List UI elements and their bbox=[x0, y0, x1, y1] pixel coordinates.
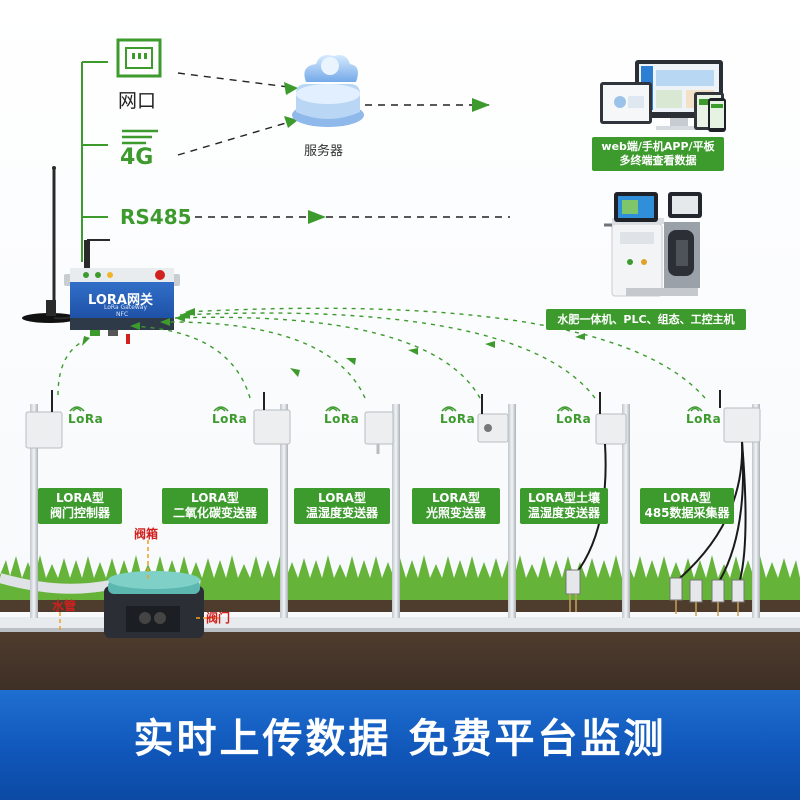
fertigation-label: 水肥一体机、PLC、组态、工控主机 bbox=[546, 309, 746, 330]
bottom-banner bbox=[0, 690, 800, 800]
cellular-signal-icon bbox=[122, 129, 158, 145]
lora-gateway-device bbox=[64, 268, 180, 344]
valve-box-annotation: 阀箱 bbox=[134, 527, 159, 541]
lora-badge-text: LoRa bbox=[324, 412, 360, 426]
lora-badge-text: LoRa bbox=[68, 412, 104, 426]
sensor-label-soil: LORA型土壤 温湿度变送器 bbox=[520, 488, 608, 524]
valve-box bbox=[0, 571, 204, 638]
clients-label-line1: web端/手机APP/平板 bbox=[601, 140, 715, 153]
fertigation-machine-image bbox=[604, 192, 702, 297]
annotation-lines bbox=[59, 540, 220, 632]
lora-badge-text: LoRa bbox=[440, 412, 476, 426]
cellular-label: 4G bbox=[120, 145, 154, 170]
lora-badge-5: LoRa bbox=[556, 404, 591, 426]
probe-pins bbox=[569, 594, 739, 616]
ethernet-port-icon bbox=[116, 38, 162, 78]
sensor-label-485-collector: LORA型 485数据采集器 bbox=[640, 488, 734, 524]
sensor-label-line1: LORA型 bbox=[56, 491, 104, 505]
water-pipe-annotation: 水管 bbox=[52, 599, 77, 613]
clients-label-line2: 多终端查看数据 bbox=[619, 154, 697, 167]
lora-wave-icon bbox=[69, 406, 85, 412]
lora-badge-text: LoRa bbox=[686, 412, 722, 426]
rs485-label: RS485 bbox=[120, 205, 192, 229]
sensor-label-line1: LORA型土壤 bbox=[528, 491, 600, 505]
arrow-to-clients bbox=[472, 98, 490, 112]
gateway-antenna bbox=[22, 166, 110, 323]
clients-label: web端/手机APP/平板 多终端查看数据 bbox=[592, 137, 724, 171]
sensor-label-line2: 温湿度变送器 bbox=[527, 506, 600, 520]
lora-badge-2: LoRa bbox=[212, 404, 247, 426]
sensor-label-line1: LORA型 bbox=[432, 491, 480, 505]
ethernet-label: 网口 bbox=[118, 90, 157, 112]
sensor-label-line2: 阀门控制器 bbox=[49, 506, 110, 520]
sensor-label-line1: LORA型 bbox=[318, 491, 366, 505]
lora-badge-3: LoRa bbox=[324, 404, 359, 426]
gateway-subtitle: LoRa Gateway bbox=[104, 304, 148, 311]
uplink-arrowheads bbox=[82, 308, 585, 377]
sensor-label-valve-controller: LORA型 阀门控制器 bbox=[38, 488, 122, 524]
sensor-label-light: LORA型 光照变送器 bbox=[412, 488, 500, 524]
sensor-label-line2: 485数据采集器 bbox=[644, 506, 730, 520]
server-label: 服务器 bbox=[304, 144, 344, 159]
uplink-dashes bbox=[177, 72, 490, 218]
lora-badge-text: LoRa bbox=[212, 412, 248, 426]
lora-wave-icon bbox=[213, 406, 229, 412]
banner-slogan: 实时上传数据 免费平台监测 bbox=[133, 716, 667, 762]
sensor-label-line2: 光照变送器 bbox=[425, 506, 486, 520]
sensor-enclosures bbox=[25, 390, 761, 454]
sensor-label-line2: 二氧化碳变送器 bbox=[172, 506, 257, 520]
gateway-title: LORA网关 bbox=[88, 293, 153, 308]
valve-annotation: 阀门 bbox=[206, 611, 231, 625]
sensor-label-co2: LORA型 二氧化碳变送器 bbox=[162, 488, 268, 524]
lora-badge-4: LoRa bbox=[440, 404, 475, 426]
lora-wave-icon bbox=[687, 406, 703, 412]
sensor-poles bbox=[30, 404, 760, 618]
cloud-server-icon bbox=[292, 55, 364, 127]
lora-wave-icon bbox=[441, 406, 457, 412]
arrow-to-fertigation bbox=[308, 210, 326, 224]
sensor-label-line1: LORA型 bbox=[191, 491, 239, 505]
lora-wave-icon bbox=[325, 406, 341, 412]
sensor-label-line2: 温湿度变送器 bbox=[305, 506, 378, 520]
lora-badge-text: LoRa bbox=[556, 412, 592, 426]
lora-badge-1: LoRa bbox=[68, 404, 103, 426]
lora-wave-icon bbox=[557, 406, 573, 412]
network-trunk bbox=[81, 61, 108, 262]
gateway-nfc: NFC bbox=[116, 311, 129, 318]
lora-badge-6: LoRa bbox=[686, 404, 721, 426]
sensor-label-temp-humidity: LORA型 温湿度变送器 bbox=[294, 488, 390, 524]
sensor-label-line1: LORA型 bbox=[663, 491, 711, 505]
client-devices-image bbox=[600, 60, 726, 132]
